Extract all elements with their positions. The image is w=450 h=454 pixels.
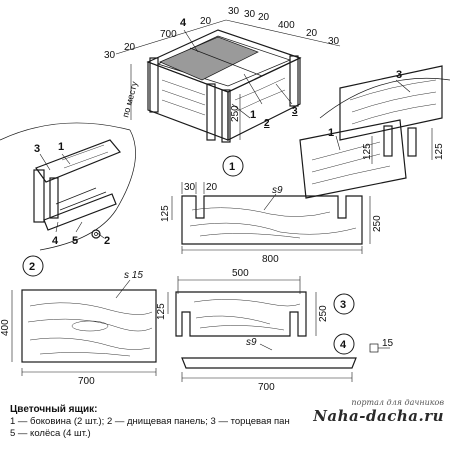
watermark-site: Naha-dacha.ru [313,407,444,425]
dim-label: 400 [278,20,295,31]
dim-label: 20 [306,28,318,39]
callout-number: 2 [264,118,270,129]
dim-label: 700 [258,382,275,393]
dim-height-label: 250 [230,105,241,122]
dim-label: 30 [244,9,256,20]
dim-label: 30 [184,182,196,193]
caption-line: 1 — боковина (2 шт.); 2 — днищевая панел… [10,416,290,427]
bottom-panel-drawing [21,289,157,363]
bottom-rail [181,357,357,369]
view-number: 4 [340,339,347,351]
dim-label: 125 [434,143,445,160]
thickness-label: s9 [246,337,257,348]
dim-label: 30 [228,6,240,17]
view-number-circle [22,255,44,277]
dim-label: 125 [160,205,171,222]
callout-number: 2 [104,235,110,247]
callout-number: 5 [72,235,78,247]
leader-line [183,29,199,53]
dim-label: 20 [258,12,270,23]
box-dimension-chain: 30 20 700 20 30 30 20 400 20 30 [104,6,341,61]
callout-number: 4 [52,235,59,247]
section-square [369,343,379,353]
view-number: 3 [340,299,346,311]
thickness-label: s 15 [124,270,143,281]
end-panel-drawing [175,291,307,337]
callout-number: 3 [292,106,298,117]
caption-title: Цветочный ящик: [10,404,98,415]
box-3d-view [146,29,302,143]
dim-label: 250 [372,215,383,232]
dim-label: 700 [160,29,177,40]
dim-label: 700 [78,376,95,387]
dim-label: 30 [328,36,340,47]
view-number-circle [333,293,355,315]
dim-side-label: по месту [120,80,139,119]
callout-number: 3 [396,69,402,81]
dim-label: 125 [362,143,373,160]
box-end-panel [227,57,301,141]
callout-number: 4 [180,17,187,29]
end-panel-detail [299,65,443,199]
dim-label: 30 [104,50,116,61]
site-watermark: портал для дачников Naha-dacha.ru [313,398,444,425]
dim-label: 15 [382,338,394,349]
inner-panel-shade [159,36,259,81]
view-number: 1 [229,161,235,173]
thickness-label: s9 [272,185,283,196]
dim-label: 125 [156,303,167,320]
caption-line: 5 — колёса (4 шт.) [10,428,91,439]
dim-label: 500 [232,268,249,279]
fastening-detail [33,139,121,239]
dim-label: 250 [318,305,329,322]
dim-label: 20 [206,182,218,193]
callout-number: 3 [34,143,40,155]
view-number-circle [333,333,355,355]
view-number-circle [222,155,244,177]
callout-number: 1 [250,109,256,121]
dim-label: 400 [0,319,11,336]
figure-caption: Цветочный ящик: 1 — боковина (2 шт.); 2 … [10,404,440,440]
view-number: 2 [29,261,35,273]
callout-number: 1 [58,141,64,153]
detail-boundary-curve [0,122,131,141]
watermark-tagline: портал для дачников [351,398,444,407]
side-panel-drawing [181,195,363,245]
dim-label: 20 [200,16,212,27]
wheel [91,229,101,239]
dim-label: 20 [124,42,136,53]
callout-number: 1 [328,127,334,139]
dim-label: 800 [262,254,279,265]
